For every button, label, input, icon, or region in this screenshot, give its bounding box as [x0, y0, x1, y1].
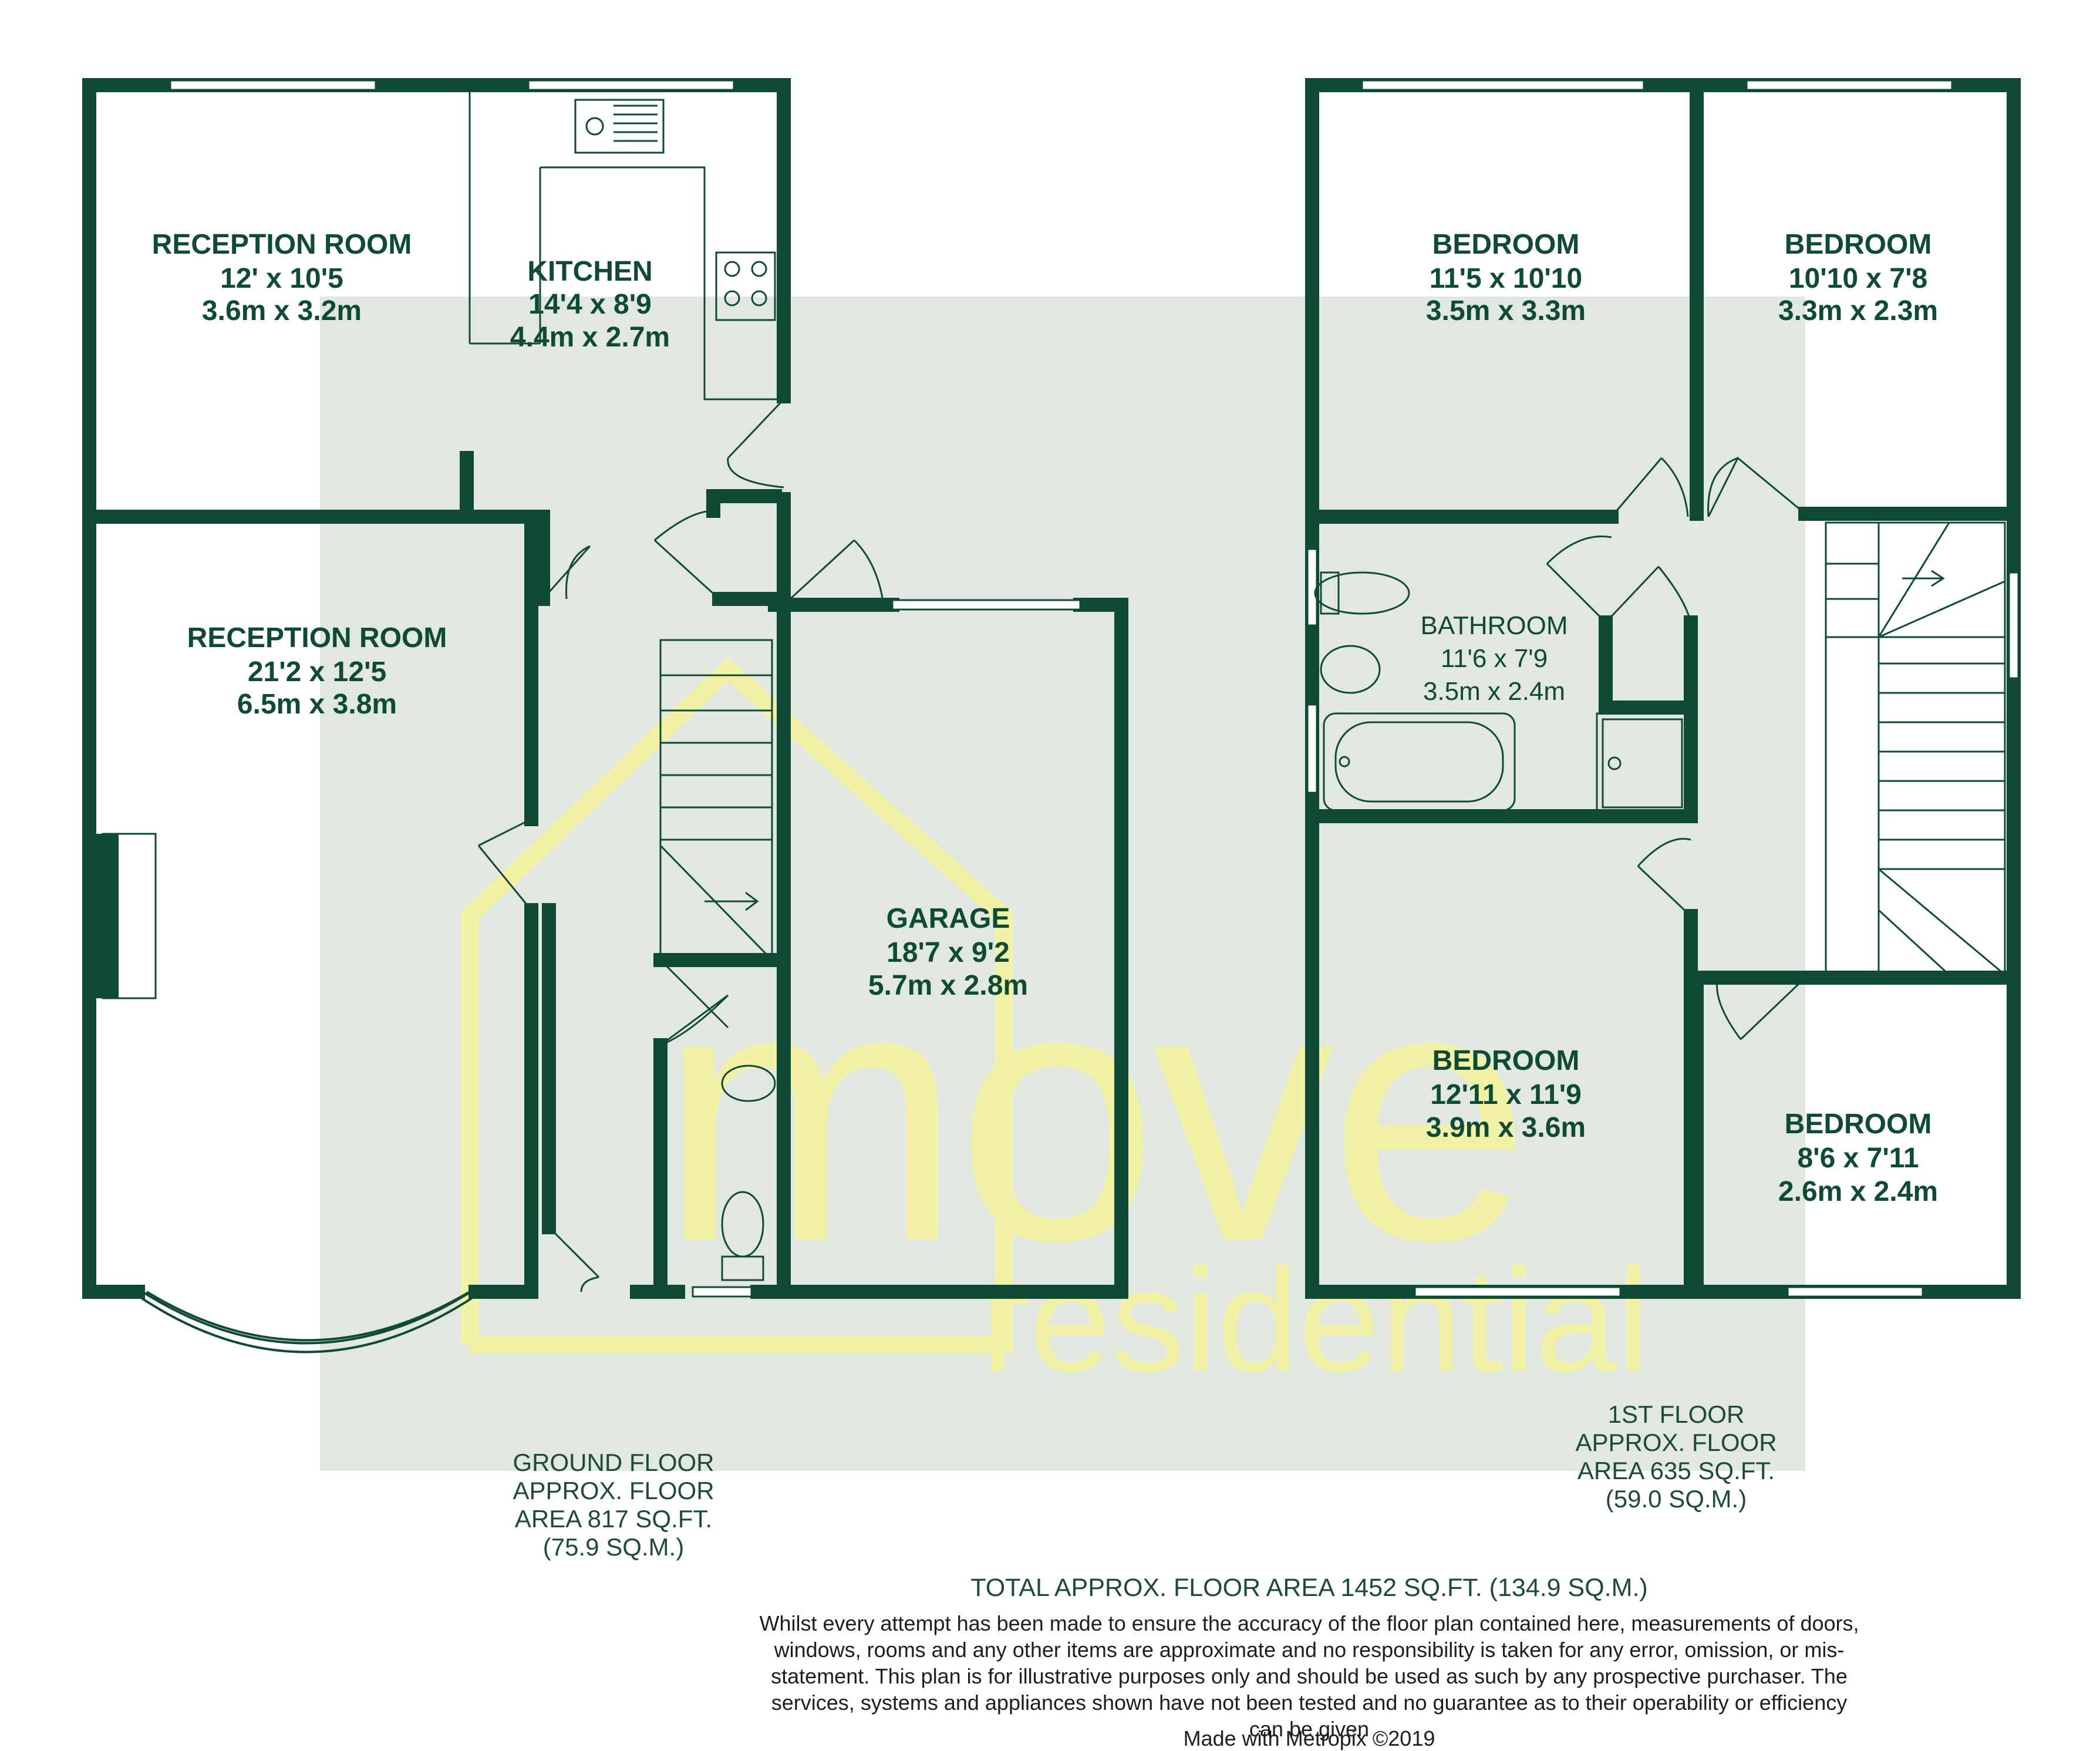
area-line: (59.0 SQ.M.) [1606, 1485, 1747, 1513]
room-label-garage: GARAGE 18'7 x 9'2 5.7m x 2.8m [868, 903, 1028, 1001]
room-label-bedroom-2: BEDROOM 10'10 x 7'8 3.3m x 2.3m [1778, 229, 1938, 326]
room-metric: 5.7m x 2.8m [868, 970, 1028, 1001]
fireplace [89, 834, 119, 998]
room-name: RECEPTION ROOM [187, 622, 447, 654]
room-imperial: 21'2 x 12'5 [248, 656, 386, 688]
room-metric: 3.5m x 3.3m [1426, 295, 1586, 326]
room-label-bathroom: BATHROOM 11'6 x 7'9 3.5m x 2.4m [1421, 611, 1568, 706]
ground-floor-doors [477, 398, 885, 1292]
room-label-kitchen: KITCHEN 14'4 x 8'9 4.4m x 2.7m [510, 256, 670, 353]
watermark-panel [320, 297, 1805, 1471]
area-line: AREA 817 SQ.FT. [515, 1505, 712, 1533]
room-name: GARAGE [886, 903, 1010, 934]
first-floor-doors [1546, 456, 1806, 1041]
room-name: BEDROOM [1785, 229, 1932, 260]
room-metric: 3.6m x 3.2m [202, 295, 362, 326]
room-label-reception-1: RECEPTION ROOM 12' x 10'5 3.6m x 3.2m [152, 229, 412, 326]
first-floor-area-caption: 1ST FLOOR APPROX. FLOOR AREA 635 SQ.FT. … [1575, 1400, 1777, 1513]
bathroom-fittings [1314, 571, 1689, 814]
area-line: (75.9 SQ.M.) [543, 1533, 684, 1561]
kitchen-fittings [468, 91, 781, 400]
room-imperial: 14'4 x 8'9 [528, 289, 652, 320]
room-name: BEDROOM [1785, 1109, 1932, 1140]
area-line: AREA 635 SQ.FT. [1577, 1457, 1775, 1484]
room-label-bedroom-4: BEDROOM 8'6 x 7'11 2.6m x 2.4m [1778, 1109, 1938, 1207]
room-metric: 6.5m x 3.8m [237, 689, 397, 720]
room-metric: 3.9m x 3.6m [1426, 1112, 1586, 1143]
credit-text: Made with Metropix ©2019 [1183, 1726, 1435, 1750]
room-name: BEDROOM [1432, 1045, 1580, 1076]
room-name: KITCHEN [527, 256, 652, 287]
room-imperial: 11'6 x 7'9 [1441, 644, 1548, 673]
room-label-bedroom-1: BEDROOM 11'5 x 10'10 3.5m x 3.3m [1426, 229, 1586, 326]
room-imperial: 12'11 x 11'9 [1430, 1079, 1582, 1110]
disclaimer-text: Whilst every attempt has been made to en… [759, 1611, 1859, 1741]
area-line: APPROX. FLOOR [1575, 1429, 1777, 1456]
area-line: GROUND FLOOR [513, 1449, 714, 1476]
first-floor-windows [1306, 79, 2020, 1298]
area-line: APPROX. FLOOR [513, 1477, 714, 1504]
area-line: 1ST FLOOR [1608, 1400, 1745, 1428]
room-metric: 3.3m x 2.3m [1778, 295, 1938, 326]
wc-fittings [721, 1065, 776, 1281]
room-metric: 4.4m x 2.7m [510, 322, 670, 353]
room-metric: 2.6m x 2.4m [1778, 1176, 1938, 1207]
room-imperial: 10'10 x 7'8 [1789, 263, 1927, 294]
watermark-house-logo [461, 657, 1013, 1353]
room-imperial: 11'5 x 10'10 [1430, 263, 1582, 294]
watermark-brand: move [659, 910, 1525, 1316]
room-imperial: 8'6 x 7'11 [1797, 1143, 1919, 1174]
room-metric: 3.5m x 2.4m [1423, 677, 1565, 706]
room-name: BATHROOM [1421, 611, 1568, 640]
room-imperial: 18'7 x 9'2 [886, 937, 1010, 968]
ground-floor-area-caption: GROUND FLOOR APPROX. FLOOR AREA 817 SQ.F… [513, 1449, 714, 1561]
first-floor-stairs [1825, 521, 2006, 976]
room-name: BEDROOM [1432, 229, 1580, 260]
room-label-bedroom-3: BEDROOM 12'11 x 11'9 3.9m x 3.6m [1426, 1045, 1586, 1143]
room-imperial: 12' x 10'5 [220, 263, 343, 294]
ground-floor-stairs [659, 639, 773, 961]
total-floor-area: TOTAL APPROX. FLOOR AREA 1452 SQ.FT. (13… [970, 1574, 1648, 1602]
bay-window [137, 1288, 477, 1353]
room-name: RECEPTION ROOM [152, 229, 412, 260]
room-label-reception-2: RECEPTION ROOM 21'2 x 12'5 6.5m x 3.8m [187, 622, 447, 720]
